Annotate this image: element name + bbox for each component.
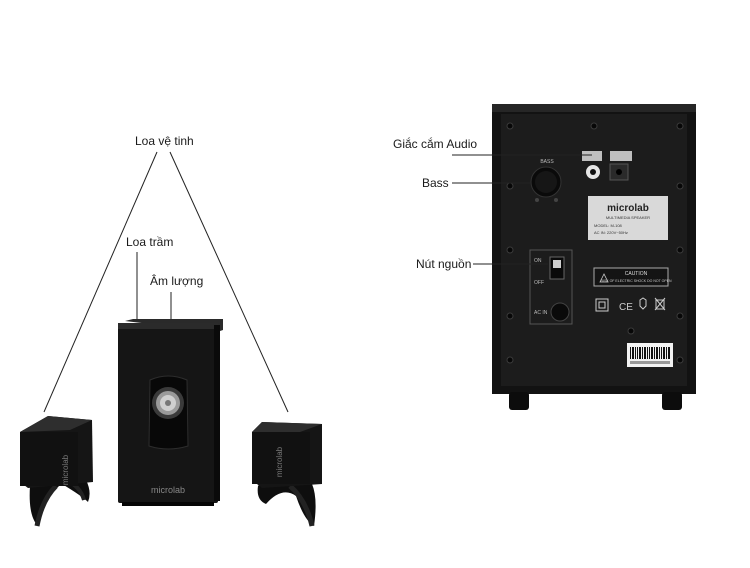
satellite-left-logo: microlab <box>61 454 70 485</box>
barcode-sticker <box>627 343 673 367</box>
bass-knob-icon: BASS <box>530 159 562 202</box>
label-bass: Bass <box>420 176 451 190</box>
label-subwoofer: Loa trầm <box>124 235 176 249</box>
svg-text:CAUTION: CAUTION <box>625 271 648 277</box>
subwoofer-logo: microlab <box>151 485 185 495</box>
svg-text:RISK OF ELECTRIC SHOCK DO NOT: RISK OF ELECTRIC SHOCK DO NOT OPEN <box>600 279 672 283</box>
label-audio-jack: Giắc cắm Audio <box>391 137 480 151</box>
satellite-speaker-right: microlab <box>252 422 322 527</box>
satellite-right-logo: microlab <box>275 446 284 477</box>
svg-text:BASS: BASS <box>540 159 554 165</box>
svg-text:ON: ON <box>534 258 542 264</box>
svg-text:microlab: microlab <box>607 203 649 214</box>
subwoofer-rear: BASS microlab MULTIMEDIA SPEAKER MODEL: … <box>492 104 696 410</box>
svg-text:AC IN: AC IN <box>534 310 548 316</box>
satellite-speaker-left: microlab <box>20 416 93 527</box>
certification-marks-icon: CE <box>595 297 666 313</box>
label-power-button: Nút nguồn <box>414 257 474 271</box>
label-satellite-speaker: Loa vệ tinh <box>133 134 196 148</box>
svg-text:MODEL: M-108: MODEL: M-108 <box>594 223 623 228</box>
svg-text:OFF: OFF <box>534 280 544 286</box>
svg-text:MULTIMEDIA SPEAKER: MULTIMEDIA SPEAKER <box>606 215 650 220</box>
callout-lines-right <box>452 154 592 265</box>
svg-text:AC IN: 220V~50Hz: AC IN: 220V~50Hz <box>594 230 628 235</box>
caution-label: CAUTION RISK OF ELECTRIC SHOCK DO NOT OP… <box>593 267 672 287</box>
audio-jack-icon <box>582 151 632 181</box>
power-switch-icon: ON OFF AC IN <box>529 249 573 325</box>
callout-lines-left <box>43 151 289 413</box>
subwoofer-front: microlab <box>118 319 223 506</box>
rating-plate: microlab MULTIMEDIA SPEAKER MODEL: M-108… <box>588 196 668 240</box>
label-volume: Âm lượng <box>148 274 206 288</box>
svg-text:CE: CE <box>619 302 633 313</box>
